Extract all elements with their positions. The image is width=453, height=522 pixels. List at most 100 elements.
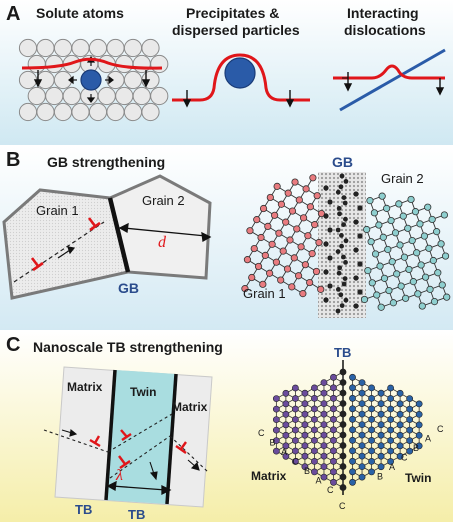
- matrix-atom: [320, 463, 328, 470]
- grain-1-atom: [253, 216, 261, 224]
- gb-atom: [336, 206, 342, 211]
- gb-atom: [357, 261, 363, 267]
- matrix-atom: [330, 373, 337, 381]
- grain-2-atom: [400, 253, 409, 261]
- gb-atom: [341, 195, 347, 201]
- twin-atom: [396, 410, 404, 418]
- grain-1-atom: [311, 221, 319, 229]
- grain-2-atom: [441, 252, 450, 260]
- gb-atom: [323, 269, 329, 275]
- twin-atom: [396, 389, 404, 397]
- twin-atom: [349, 436, 356, 444]
- matrix-atom: [301, 431, 309, 439]
- grain-1-atom: [273, 182, 281, 190]
- twin-atom: [377, 452, 385, 460]
- twin-atom: [396, 452, 404, 460]
- lattice-atom: [18, 38, 38, 58]
- gb-atom: [323, 241, 329, 247]
- twin-atom: [368, 405, 375, 413]
- lattice-atom: [97, 86, 116, 106]
- grain-size-arrow: [118, 222, 212, 243]
- grain-2-atom: [438, 281, 446, 289]
- stacking-label-bottom: C: [339, 501, 346, 511]
- matrix-atom: [311, 426, 318, 434]
- matrix-atom: [339, 368, 347, 376]
- matrix-atom: [330, 405, 337, 413]
- twin-atom: [349, 394, 356, 402]
- twin-atom: [387, 405, 394, 413]
- grain-2-atom: [396, 241, 404, 249]
- matrix-atom: [339, 379, 347, 386]
- grain-2-atom: [430, 298, 439, 306]
- lattice-atom: [71, 102, 90, 122]
- grain-2-atom: [387, 216, 395, 225]
- gb-atom: [342, 200, 348, 206]
- grain-1-atom: [288, 283, 296, 291]
- grain-2-atom: [407, 195, 415, 204]
- twin-atom: [406, 405, 414, 413]
- grain-2-atom: [399, 212, 407, 220]
- matrix-atom: [330, 415, 337, 423]
- grain-2-atom: [368, 279, 376, 287]
- grain-2-atom: [409, 278, 417, 286]
- gb-atom: [323, 213, 329, 219]
- gb-atom: [353, 219, 359, 225]
- twin-atom: [368, 468, 375, 476]
- twin-atom: [377, 421, 385, 429]
- twin-atom: [387, 384, 394, 392]
- matrix-atom: [272, 395, 280, 402]
- gb-atom: [335, 308, 341, 314]
- panel-a-dislocations-title-2: dislocations: [344, 22, 426, 38]
- gb-atom: [327, 283, 333, 289]
- dislocation-line-solute: [21, 57, 163, 70]
- matrix-atom: [301, 463, 309, 471]
- stacking-label-matrix: C: [293, 457, 300, 467]
- grain-1-atom: [306, 203, 314, 211]
- matrix-atom: [291, 384, 299, 392]
- matrix-atom: [291, 458, 299, 465]
- twin-atom: [368, 426, 375, 434]
- dislocation-line-interacting: [333, 64, 445, 80]
- grain-2-atom: [413, 249, 421, 257]
- grain-2-atom: [370, 209, 379, 217]
- twin-atom: [387, 395, 394, 402]
- stacking-label-matrix: A: [281, 447, 287, 457]
- matrix-atom: [339, 389, 347, 397]
- gb-atom: [343, 216, 348, 222]
- grain-1-label-left: Grain 1: [36, 203, 79, 218]
- precipitate-particle: [224, 57, 256, 89]
- twin-atom: [368, 384, 375, 392]
- grain-2-atom: [367, 238, 375, 246]
- matrix-atom: [282, 389, 290, 397]
- twin-atom: [349, 415, 356, 423]
- matrix-atom: [330, 457, 337, 465]
- dislocation-symbols-twin: [89, 429, 187, 469]
- grain-2-atom: [360, 295, 369, 304]
- lattice-atom: [150, 54, 169, 74]
- matrix-atom: [339, 400, 347, 407]
- grain-2-atom: [425, 244, 433, 252]
- twin-atom: [349, 478, 356, 486]
- twin-atom: [358, 473, 366, 481]
- stacking-label-matrix: B: [304, 466, 310, 476]
- twin-atom: [358, 410, 366, 418]
- matrix-atom: [320, 442, 328, 449]
- matrix-atom: [320, 379, 328, 386]
- gb-atom: [357, 205, 363, 211]
- matrix-atom: [301, 389, 309, 397]
- twin-boundary-left: [104, 369, 117, 501]
- matrix-label-atomistic: Matrix: [251, 469, 287, 483]
- grain-2-atom: [371, 250, 380, 258]
- grain-2-atom: [421, 273, 430, 281]
- matrix-atom: [291, 426, 299, 434]
- twin-atom: [368, 394, 375, 402]
- gb-atom: [343, 179, 349, 184]
- gb-atom: [342, 276, 348, 281]
- matrix-atom: [339, 421, 347, 428]
- panel-a-letter: A: [6, 3, 20, 25]
- twin-atom: [387, 426, 394, 434]
- gb-atomistic-lattice: [241, 173, 451, 314]
- grain-1-atom: [286, 236, 294, 244]
- slip-arrow: [57, 246, 76, 259]
- dislocation-arrows-precipitate: [182, 90, 295, 108]
